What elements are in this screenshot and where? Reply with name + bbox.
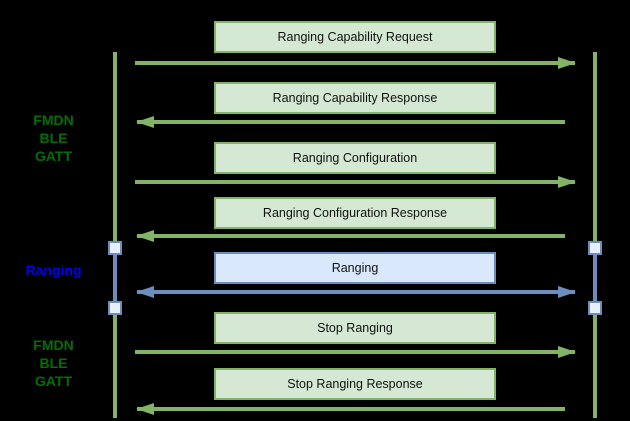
lane-label-line: BLE (39, 355, 68, 371)
lane-label-fmdn-ble-gatt-bottom: FMDN BLE GATT (0, 336, 107, 390)
message-box-ranging: Ranging (214, 252, 496, 284)
message-box-stop-ranging-response: Stop Ranging Response (214, 368, 496, 400)
right-activation-end-marker (588, 301, 602, 315)
lane-label-line: BLE (39, 130, 68, 146)
message-box-stop-ranging: Stop Ranging (214, 312, 496, 344)
lane-label-ranging: Ranging (0, 261, 107, 279)
lane-label-fmdn-ble-gatt-top: FMDN BLE GATT (0, 111, 107, 165)
lane-label-line: Ranging (25, 262, 82, 278)
lane-label-line: GATT (34, 148, 73, 164)
left-activation-end-marker (108, 301, 122, 315)
right-activation-start-marker (588, 241, 602, 255)
message-box-ranging-capability-request: Ranging Capability Request (214, 21, 496, 53)
message-box-ranging-configuration-response: Ranging Configuration Response (214, 197, 496, 229)
message-box-ranging-configuration: Ranging Configuration (214, 142, 496, 174)
lane-label-line: FMDN (33, 337, 74, 353)
left-activation-start-marker (108, 241, 122, 255)
message-box-ranging-capability-response: Ranging Capability Response (214, 82, 496, 114)
lane-label-line: FMDN (33, 112, 74, 128)
lane-label-line: GATT (34, 373, 73, 389)
